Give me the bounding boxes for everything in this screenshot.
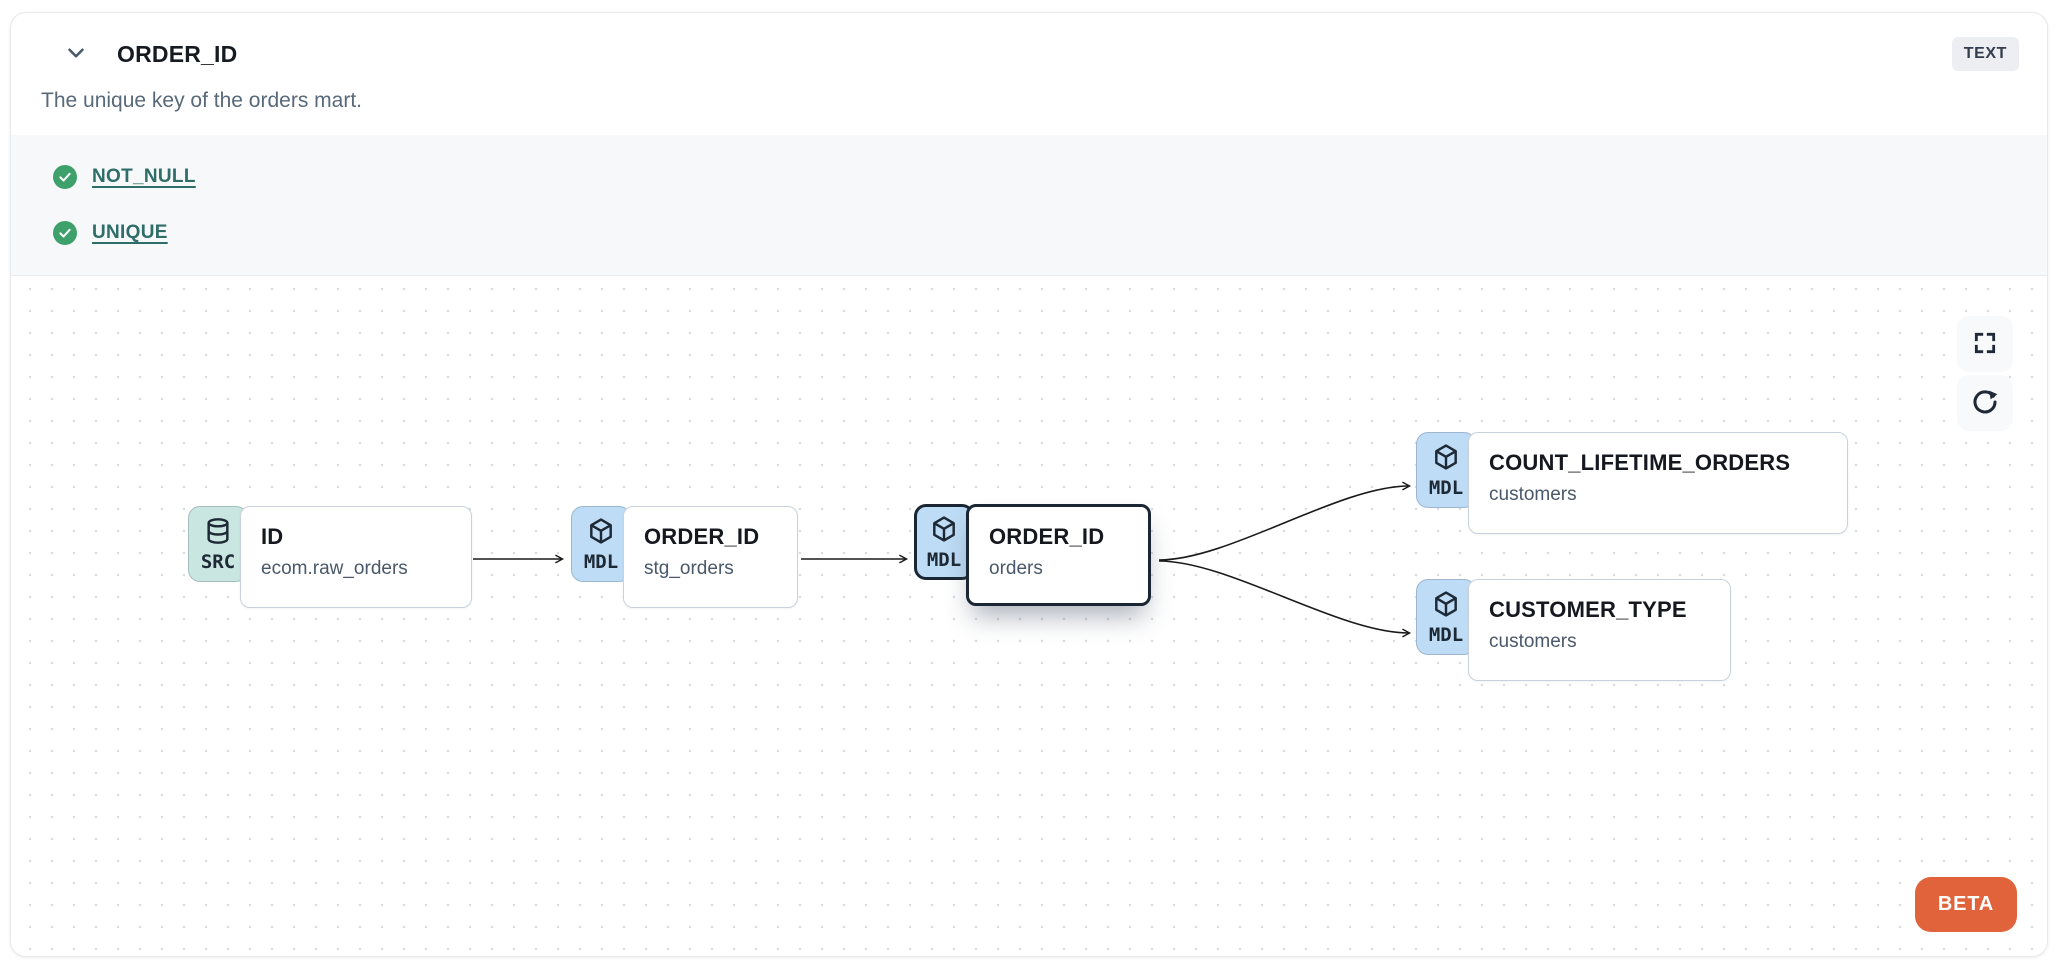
node-subtitle: stg_orders xyxy=(644,558,734,579)
chevron-down-icon xyxy=(63,40,89,69)
node-kind-label: MDL xyxy=(1428,476,1464,499)
node-card: COUNT_LIFETIME_ORDERS customers xyxy=(1468,432,1848,534)
lineage-edge xyxy=(1158,560,1412,638)
node-kind-badge: MDL xyxy=(1416,579,1476,655)
lineage-edge xyxy=(1158,481,1412,561)
column-type-badge: TEXT xyxy=(1951,37,2019,71)
node-kind-badge: MDL xyxy=(571,506,631,582)
lineage-node-count-lifetime-orders-customers[interactable]: MDL COUNT_LIFETIME_ORDERS customers xyxy=(1416,432,1848,534)
fullscreen-icon xyxy=(1972,330,1998,359)
cube-icon xyxy=(1432,443,1460,476)
node-card: CUSTOMER_TYPE customers xyxy=(1468,579,1731,681)
node-kind-label: MDL xyxy=(926,548,962,571)
node-card: ID ecom.raw_orders xyxy=(240,506,472,608)
node-title: CUSTOMER_TYPE xyxy=(1489,597,1687,622)
canvas-controls xyxy=(1957,316,2013,431)
cube-icon xyxy=(587,517,615,550)
node-title: COUNT_LIFETIME_ORDERS xyxy=(1489,450,1791,475)
check-circle-icon xyxy=(53,221,77,245)
node-subtitle: ecom.raw_orders xyxy=(261,558,408,579)
lineage-node-id-ecom-raw-orders[interactable]: SRC ID ecom.raw_orders xyxy=(188,506,472,608)
column-description: The unique key of the orders mart. xyxy=(41,89,362,112)
node-subtitle: customers xyxy=(1489,484,1577,505)
lineage-node-customer-type-customers[interactable]: MDL CUSTOMER_TYPE customers xyxy=(1416,579,1731,681)
node-kind-label: SRC xyxy=(200,550,236,573)
refresh-button[interactable] xyxy=(1957,375,2013,431)
node-title: ID xyxy=(261,524,284,549)
node-kind-label: MDL xyxy=(1428,623,1464,646)
beta-badge: BETA xyxy=(1914,877,2017,932)
database-icon xyxy=(204,517,232,550)
test-link-not-null[interactable]: NOT_NULL xyxy=(92,166,196,187)
refresh-icon xyxy=(1971,388,1999,419)
lineage-edges xyxy=(473,481,1412,638)
fullscreen-button[interactable] xyxy=(1957,316,2013,372)
node-kind-badge: MDL xyxy=(1416,432,1476,508)
node-subtitle: orders xyxy=(989,558,1043,579)
lineage-node-order-id-stg-orders[interactable]: MDL ORDER_ID stg_orders xyxy=(571,506,798,608)
node-kind-badge: MDL xyxy=(914,504,974,580)
test-row: UNIQUE xyxy=(53,221,2047,245)
node-card: ORDER_ID stg_orders xyxy=(623,506,798,608)
node-title: ORDER_ID xyxy=(644,524,760,549)
node-title: ORDER_ID xyxy=(989,524,1105,549)
cube-icon xyxy=(1432,590,1460,623)
tests-section: NOT_NULL UNIQUE xyxy=(11,135,2047,276)
cube-icon xyxy=(930,515,958,548)
column-details-panel: ORDER_ID TEXT The unique key of the orde… xyxy=(10,12,2048,957)
page-title: ORDER_ID xyxy=(117,40,238,67)
collapse-button[interactable] xyxy=(61,39,91,69)
check-circle-icon xyxy=(53,165,77,189)
node-kind-badge: SRC xyxy=(188,506,248,582)
node-subtitle: customers xyxy=(1489,631,1577,652)
test-row: NOT_NULL xyxy=(53,165,2047,189)
panel-header: ORDER_ID TEXT xyxy=(11,13,2047,71)
node-kind-label: MDL xyxy=(583,550,619,573)
test-link-unique[interactable]: UNIQUE xyxy=(92,222,168,243)
